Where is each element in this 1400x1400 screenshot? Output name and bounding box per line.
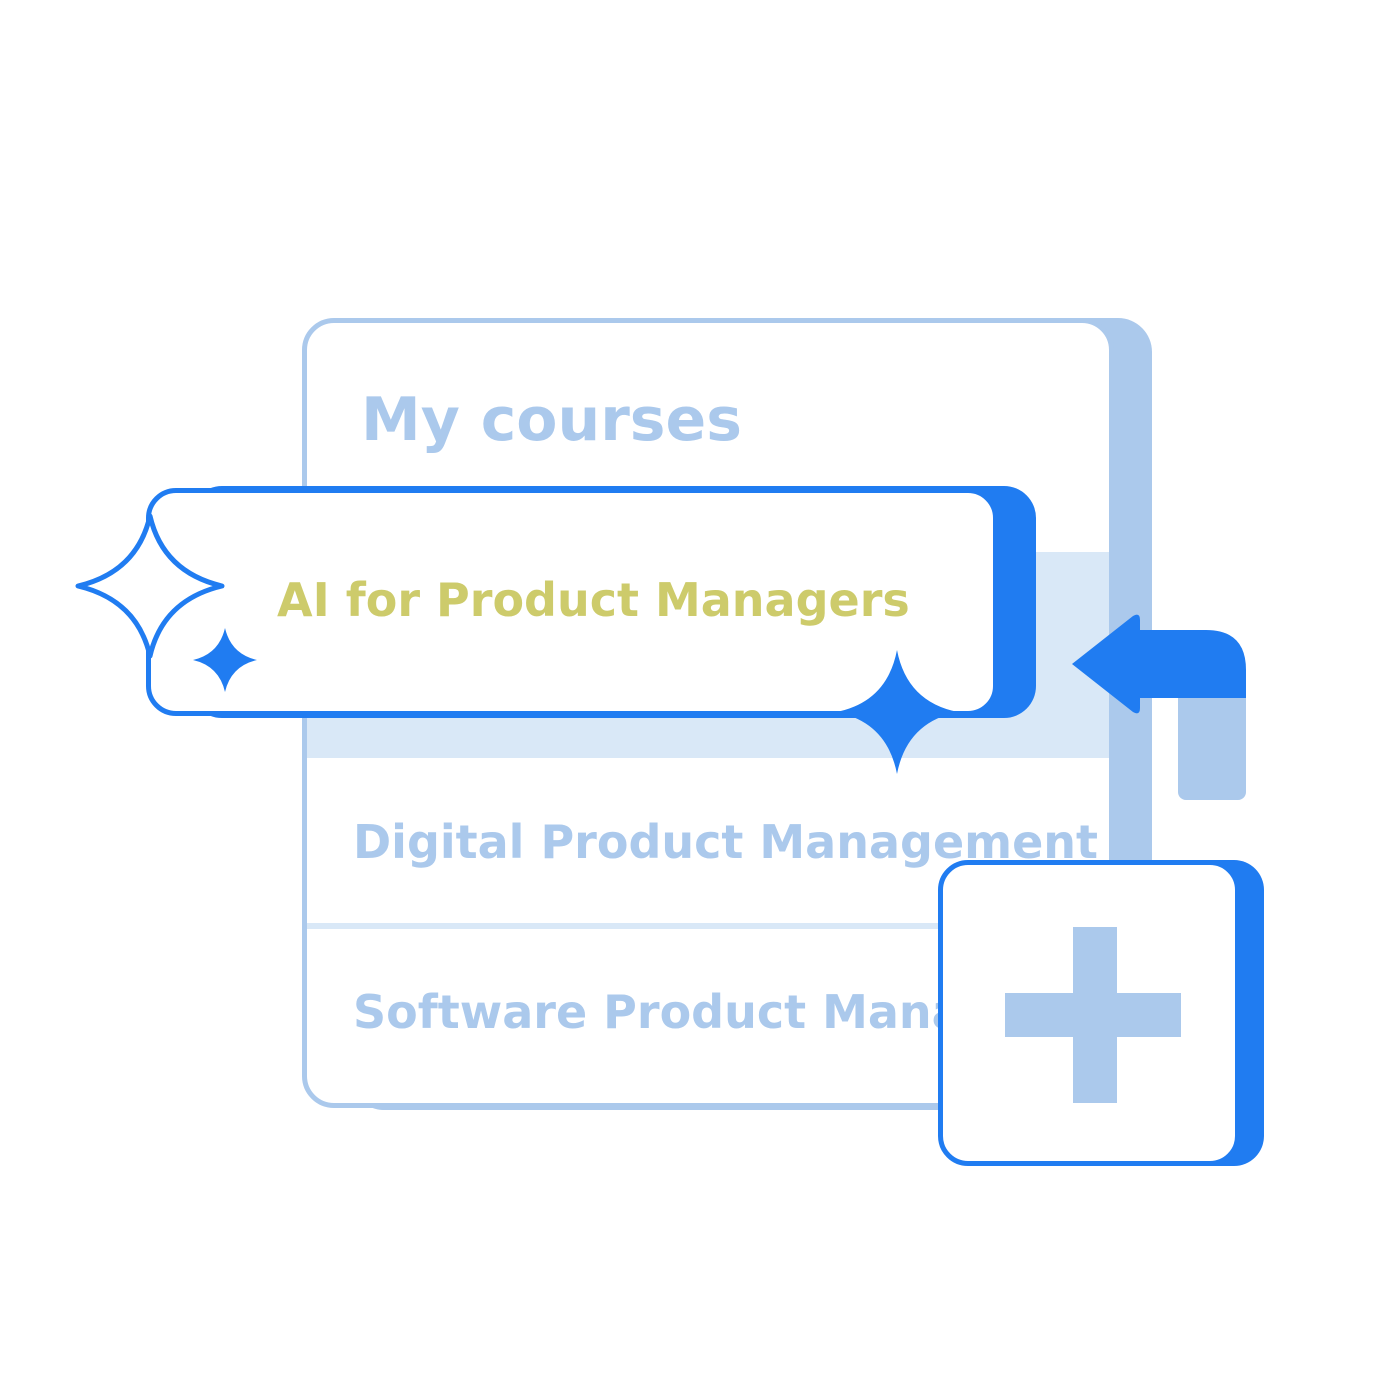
course-divider [307, 923, 1109, 929]
courses-title: My courses [361, 385, 742, 455]
add-course-button[interactable] [938, 860, 1240, 1166]
ai-course-label: AI for Product Managers [277, 573, 910, 627]
plus-icon-bar [1005, 993, 1181, 1037]
ai-course-card[interactable]: AI for Product Managers [146, 488, 998, 716]
arrow-stem [1178, 680, 1246, 800]
